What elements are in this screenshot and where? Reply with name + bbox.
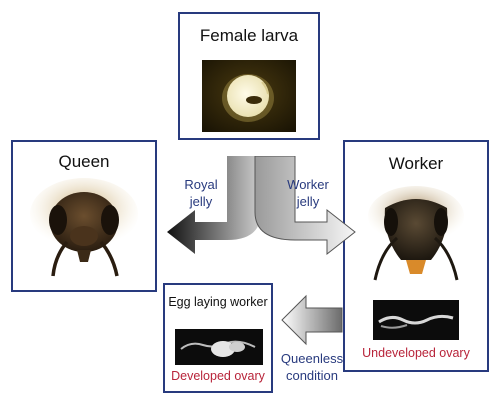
larva-photo: [202, 60, 296, 132]
female-larva-title: Female larva: [199, 26, 299, 45]
worker-bee-head-photo: [368, 186, 464, 281]
arrow-to-queen: [167, 156, 261, 254]
worker-title: Worker: [388, 154, 444, 173]
queen-title: Queen: [58, 152, 110, 171]
developed-ovary-caption: Developed ovary: [171, 369, 265, 383]
arrow-to-worker: [254, 156, 356, 256]
female-larva-box: Female larva: [178, 12, 320, 140]
undeveloped-ovary-photo: [373, 300, 459, 340]
undeveloped-ovary-caption: Undeveloped ovary: [362, 346, 470, 360]
queen-box: Queen: [11, 140, 157, 292]
egg-laying-worker-box: Egg laying worker Developed ovary: [163, 283, 273, 393]
worker-box: Worker Undeveloped ovary: [343, 140, 489, 372]
split-arrow: [167, 156, 356, 256]
queen-bee-head-photo: [30, 178, 138, 277]
egg-laying-worker-title: Egg laying worker: [168, 295, 268, 309]
queenless-arrow: [281, 294, 343, 346]
worker-jelly-label: Worker jelly: [287, 177, 329, 209]
queenless-condition-label: Queenless condition: [280, 351, 344, 383]
royal-jelly-label: Royal jelly: [184, 177, 218, 209]
developed-ovary-photo: [175, 329, 263, 365]
